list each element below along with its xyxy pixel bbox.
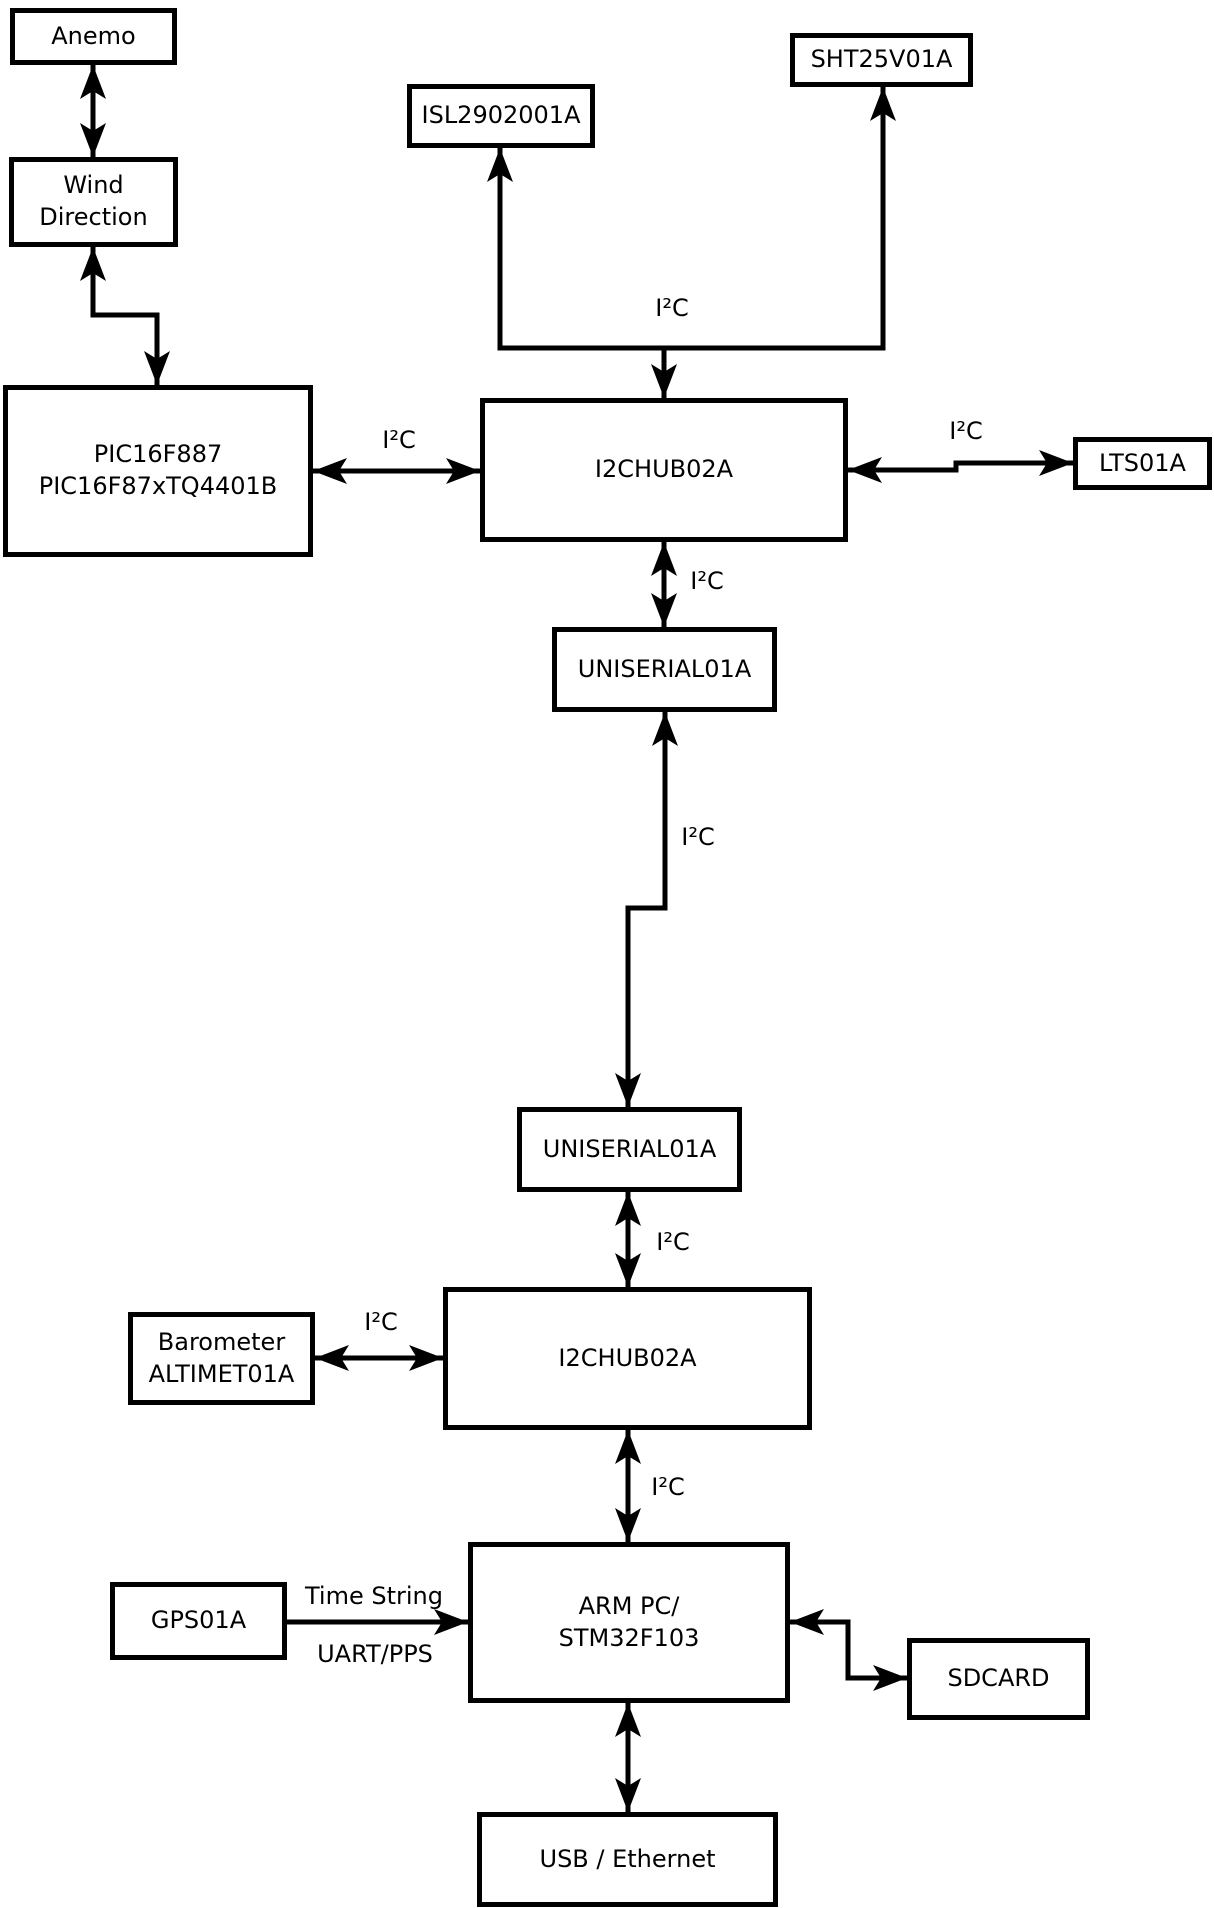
node-uniserial01a-bottom-label: UNISERIAL01A [542, 1134, 717, 1163]
node-i2chub02a-top-label: I2CHUB02A [594, 455, 734, 484]
node-uniserial01a-top: UNISERIAL01A [552, 627, 777, 712]
connector-arm-sdcard [787, 1609, 910, 1691]
edge-label-uart-pps: UART/PPS [317, 1640, 433, 1668]
node-i2chub02a-top: I2CHUB02A [480, 398, 848, 542]
edge-label-hub2-arm-i2c: I²C [651, 1473, 685, 1501]
node-sdcard-label: SDCARD [947, 1664, 1050, 1693]
node-gps01a: GPS01A [110, 1582, 287, 1660]
edge-label-barometer-hub2-i2c: I²C [364, 1308, 398, 1336]
connector-wind-pic [80, 244, 170, 388]
edge-label-time-string: Time String [305, 1582, 443, 1610]
node-isl2902001a: ISL2902001A [407, 84, 595, 148]
edge-label-uniserial-link-i2c: I²C [681, 823, 715, 851]
node-i2chub02a-bottom-label: I2CHUB02A [558, 1343, 697, 1372]
node-wind-direction-label: Wind Direction [39, 171, 148, 231]
edge-label-uniserial-hub2-i2c: I²C [656, 1228, 690, 1256]
node-arm-pc-stm32f103-label: ARM PC/ STM32F103 [558, 1591, 700, 1652]
connector-hub1-lts [845, 450, 1076, 483]
node-arm-pc-stm32f103: ARM PC/ STM32F103 [468, 1542, 790, 1703]
node-gps01a-label: GPS01A [150, 1606, 247, 1635]
node-uniserial01a-top-label: UNISERIAL01A [577, 654, 752, 683]
node-pic16f887: PIC16F887 PIC16F87xTQ4401B [3, 385, 313, 557]
node-usb-ethernet-label: USB / Ethernet [539, 1844, 716, 1873]
connector-uniserial1-uniserial2 [615, 709, 678, 1110]
node-usb-ethernet: USB / Ethernet [477, 1812, 778, 1907]
node-sht25v01a: SHT25V01A [790, 33, 973, 87]
node-barometer-altimet01a: Barometer ALTIMET01A [128, 1312, 315, 1405]
edge-label-hub-uniserial-i2c: I²C [690, 567, 724, 595]
node-isl2902001a-label: ISL2902001A [421, 101, 581, 130]
node-lts01a-label: LTS01A [1099, 448, 1186, 477]
node-wind-direction: Wind Direction [9, 157, 178, 247]
node-anemo: Anemo [10, 8, 177, 65]
node-uniserial01a-bottom: UNISERIAL01A [517, 1107, 742, 1192]
node-barometer-altimet01a-label: Barometer ALTIMET01A [148, 1327, 295, 1388]
node-i2chub02a-bottom: I2CHUB02A [443, 1287, 812, 1430]
node-lts01a: LTS01A [1073, 437, 1212, 490]
node-anemo-label: Anemo [51, 21, 136, 50]
node-sht25v01a-label: SHT25V01A [810, 45, 953, 74]
node-pic16f887-label: PIC16F887 PIC16F87xTQ4401B [38, 440, 278, 500]
edge-label-pic-hub-i2c: I²C [382, 426, 416, 454]
node-sdcard: SDCARD [907, 1638, 1090, 1720]
edge-label-bus-i2c: I²C [655, 294, 689, 322]
edge-label-hub-lts-i2c: I²C [949, 417, 983, 445]
